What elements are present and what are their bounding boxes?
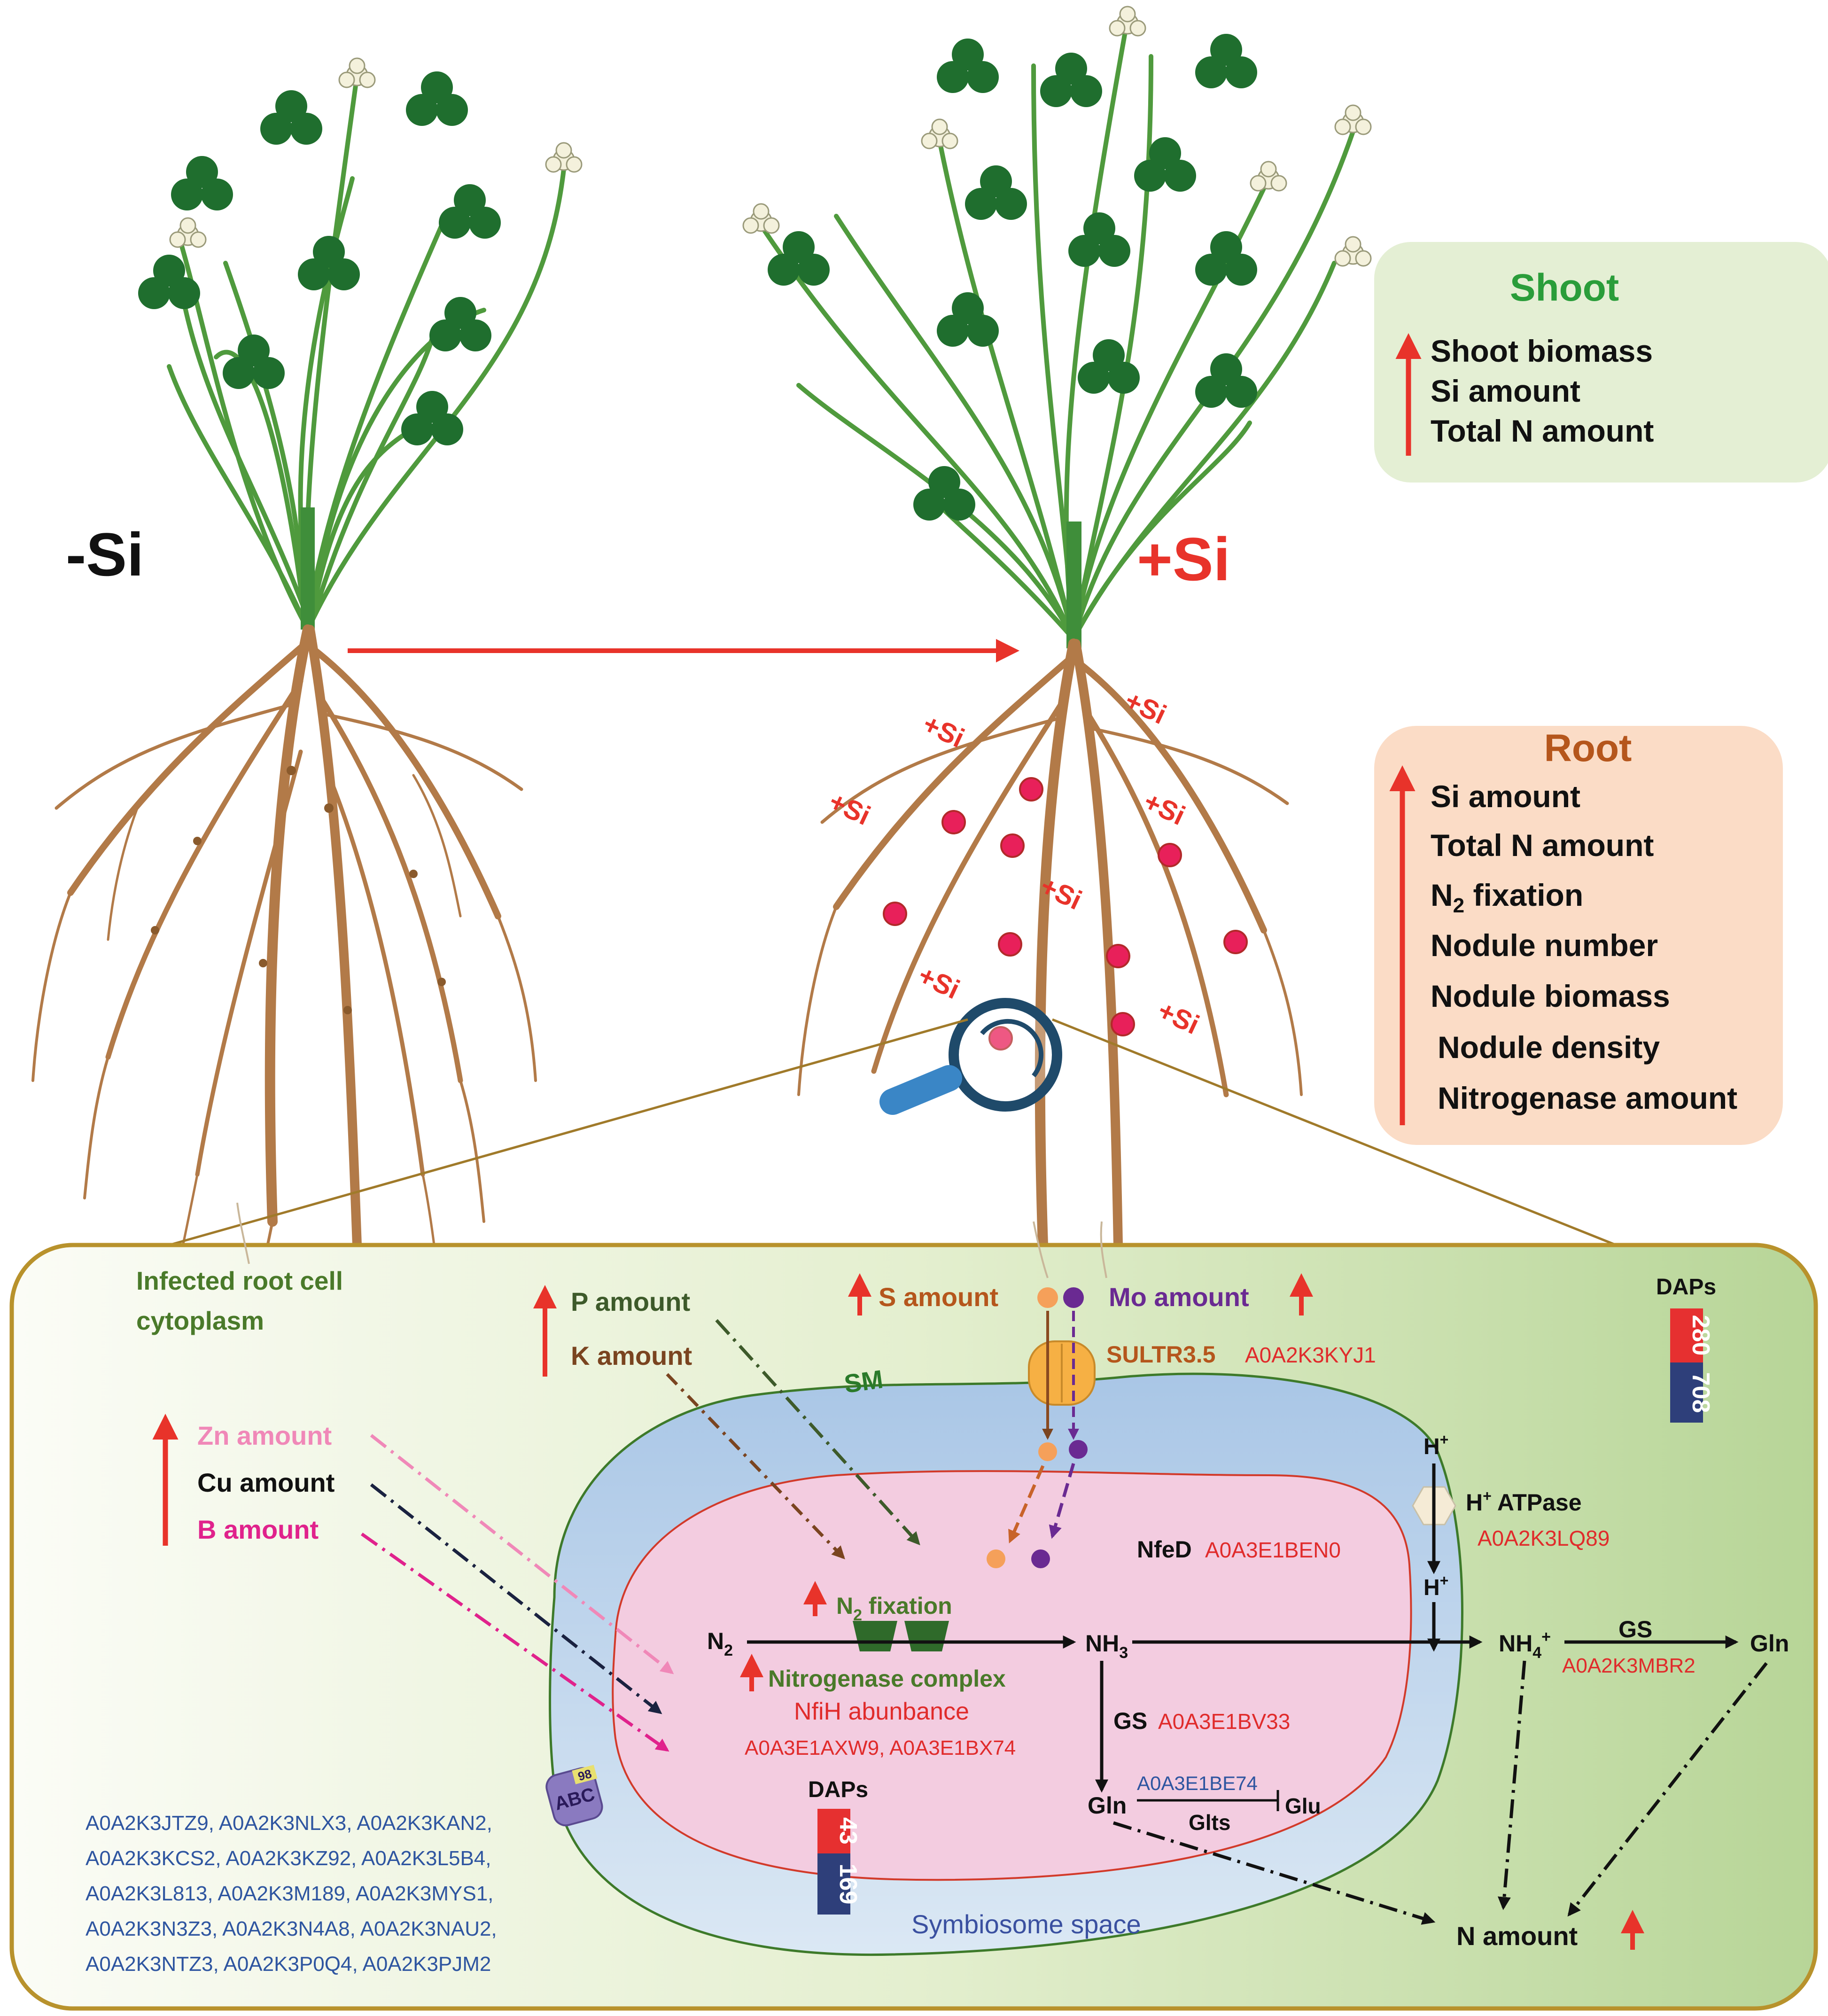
p-arrow [715, 1319, 920, 1546]
glu-label: Glu [1285, 1794, 1321, 1818]
minus-si-label: -Si [66, 520, 144, 589]
zn-amount-label: Zn amount [197, 1421, 332, 1450]
root-item: Nodule biomass [1431, 979, 1670, 1013]
daps-down-bar [817, 1853, 850, 1915]
shoot-item: Total N amount [1431, 413, 1654, 448]
cu-arrow [370, 1483, 662, 1714]
glts-label: Glts [1189, 1810, 1230, 1835]
nitrogenase-complex-icon [853, 1621, 949, 1651]
daps-up-bar [1670, 1308, 1703, 1362]
glts-id: A0A3E1BE74 [1137, 1772, 1258, 1794]
shoot-box: Shoot Shoot biomass Si amount Total N am… [1374, 242, 1828, 483]
k-amount-label: K amount [571, 1341, 692, 1370]
symbiosome-space-label: Symbiosome space [911, 1909, 1141, 1939]
k-arrow [666, 1373, 845, 1560]
atpase-label: H+ ATPase [1466, 1487, 1582, 1516]
gln-outer-label: Gln [1750, 1630, 1789, 1657]
abc-ids: A0A2K3JTZ9, A0A2K3NLX3, A0A2K3KAN2, A0A2… [86, 1812, 497, 1976]
bacteroid [612, 1470, 1412, 1881]
abc-id-line: A0A2K3NTZ3, A0A2K3P0Q4, A0A2K3PJM2 [86, 1953, 491, 1976]
infected-cell-label: Infected root cell [136, 1266, 343, 1295]
nodules [883, 777, 1248, 1051]
root-si-tags: +Si +Si +Si +Si +Si +Si +Si [825, 685, 1204, 1040]
plant-minus-si [31, 57, 583, 1340]
b-arrow [360, 1533, 669, 1752]
molybdate-import-arrow [1049, 1463, 1075, 1539]
root-item: Nitrogenase amount [1438, 1081, 1737, 1115]
root-si-tag: +Si [1153, 995, 1204, 1040]
zoom-line-left [169, 1018, 968, 1246]
infected-cell-panel: Infected root cell cytoplasm SM Symbioso… [9, 1202, 1818, 2011]
sulfate-import-arrow [1008, 1465, 1045, 1544]
nfih-label: NfiH abunbance [794, 1698, 969, 1725]
plus-si-label: +Si [1137, 525, 1230, 593]
root-item: Nodule density [1438, 1030, 1660, 1065]
abc-id-line: A0A2K3L813, A0A2K3M189, A0A2K3MYS1, [86, 1882, 493, 1905]
p-amount-label: P amount [571, 1287, 690, 1316]
daps-down-bar [1670, 1362, 1703, 1423]
daps-down-count: 708 [1687, 1372, 1714, 1413]
sultr-transporter-icon [1028, 1340, 1096, 1406]
root-item: Nodule number [1431, 928, 1658, 963]
molybdate-ion [1069, 1440, 1088, 1459]
gs-inner-label: GS [1113, 1708, 1147, 1734]
b-amount-label: B amount [197, 1515, 319, 1544]
nfih-ids: A0A3E1AXW9, A0A3E1BX74 [745, 1736, 1016, 1759]
root-box: Root Si amount Total N amount N2 fixatio… [1374, 726, 1783, 1145]
daps-up-bar [817, 1809, 850, 1853]
molybdate-ion [1031, 1549, 1050, 1568]
daps-label: DAPs [808, 1777, 868, 1802]
gln-inner-label: Gln [1088, 1792, 1127, 1819]
shoot-item: Shoot biomass [1431, 334, 1653, 368]
daps-up-count: 43 [834, 1817, 862, 1845]
abc-id-line: A0A2K3N3Z3, A0A2K3N4A8, A0A2K3NAU2, [86, 1917, 497, 1940]
abc-id-line: A0A2K3KCS2, A0A2K3KZ92, A0A2K3L5B4, [86, 1847, 491, 1870]
gln-inner-to-n-arrow [1112, 1821, 1436, 1925]
shoot-title: Shoot [1510, 266, 1619, 309]
atpase-id: A0A2K3LQ89 [1478, 1526, 1610, 1550]
root-item: Si amount [1431, 779, 1580, 814]
sm-label: SM [842, 1364, 885, 1399]
zoom-line-right [1052, 1018, 1617, 1246]
abc-transporter-icon: ABC 98 [545, 1765, 603, 1827]
daps-label: DAPs [1656, 1275, 1716, 1300]
n-amount-label: N amount [1456, 1921, 1578, 1951]
daps-down-count: 169 [834, 1864, 862, 1905]
molybdate-ion [1063, 1287, 1084, 1308]
root-si-tag: +Si [1120, 685, 1171, 730]
sulfate-ion [1038, 1442, 1057, 1461]
root-title: Root [1544, 727, 1632, 770]
sultr-label: SULTR3.5 [1106, 1341, 1215, 1368]
cu-amount-label: Cu amount [197, 1468, 334, 1497]
sulfate-ion [1037, 1287, 1058, 1308]
nh4-to-n-arrow [1497, 1660, 1526, 1910]
mo-amount-label: Mo amount [1109, 1282, 1249, 1312]
infected-cell-label: cytoplasm [136, 1306, 264, 1335]
abc-badge [572, 1765, 598, 1784]
nitrogenase-label: Nitrogenase complex [768, 1666, 1006, 1692]
root-si-tag: +Si [825, 786, 875, 831]
sulfate-ion [987, 1549, 1005, 1568]
gs-outer-label: GS [1618, 1616, 1652, 1642]
plant-plus-si [742, 6, 1372, 1317]
nfed-id: A0A3E1BEN0 [1205, 1538, 1341, 1562]
zn-arrow [370, 1434, 674, 1674]
shoot-item: Si amount [1431, 374, 1580, 408]
daps-up-count: 280 [1687, 1315, 1714, 1356]
root-si-tag: +Si [914, 960, 965, 1005]
nfed-label: NfeD [1137, 1536, 1192, 1563]
s-amount-label: S amount [879, 1282, 998, 1312]
magnifier-icon [879, 998, 1062, 1115]
gln-outer-to-n-arrow [1567, 1662, 1768, 1917]
abc-id-line: A0A2K3JTZ9, A0A2K3NLX3, A0A2K3KAN2, [86, 1812, 492, 1835]
gs-inner-id: A0A3E1BV33 [1158, 1709, 1290, 1734]
sultr-id: A0A2K3KYJ1 [1245, 1343, 1376, 1367]
root-item: Total N amount [1431, 828, 1654, 863]
gs-outer-id: A0A2K3MBR2 [1562, 1654, 1696, 1677]
